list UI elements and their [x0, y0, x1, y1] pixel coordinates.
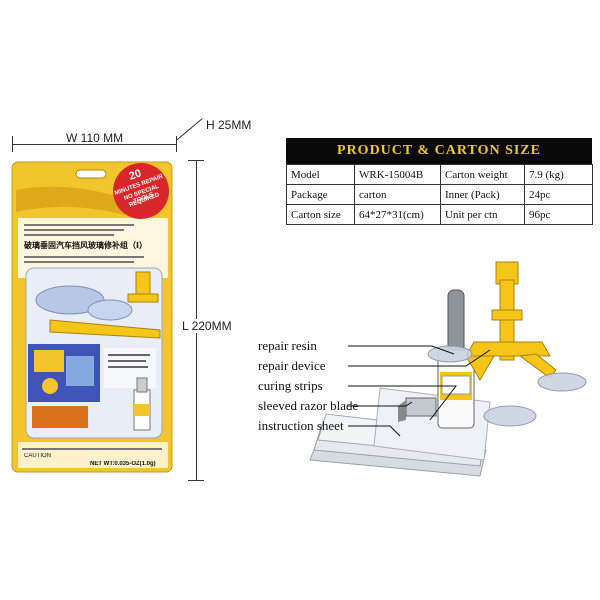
table-cell: 7.9 (kg) [524, 164, 593, 185]
suction-cup [483, 405, 537, 427]
repair-kit-illustration [309, 261, 587, 477]
callout-lines [348, 345, 491, 437]
length-dimension-tick-top [188, 160, 204, 161]
table-cell: 64*27*31(cm) [354, 204, 441, 225]
width-label: W 110 MM [66, 131, 124, 145]
width-dimension-tick-left [12, 136, 13, 152]
package-card [11, 161, 173, 473]
table-cell: Unit per ctn [440, 204, 525, 225]
package-caution: CAUTION [24, 453, 51, 459]
suction-cup [537, 372, 587, 392]
table-cell: Carton weight [440, 164, 525, 185]
table-cell: carton [354, 184, 441, 205]
table-cell: Package [286, 184, 355, 205]
table-cell: 96pc [524, 204, 593, 225]
package-net-weight: NET WT:0.035-OZ(1.0g) [90, 461, 156, 467]
spec-table-title: PRODUCT & CARTON SIZE [286, 138, 592, 164]
repair-resin-bottle [437, 289, 475, 429]
height-dimension-line [176, 118, 203, 141]
minutes-repair-badge: 20 MINUTES REPAIR NO SPECIAL TOOLS REQUI… [104, 154, 178, 228]
product-carton-size-table: PRODUCT & CARTON SIZE Model WRK-15004B C… [286, 138, 593, 225]
table-cell: WRK-15004B [354, 164, 441, 185]
suction-cup [427, 345, 473, 363]
width-dimension-line [12, 144, 176, 145]
badge-shape [113, 163, 169, 219]
spec-table-grid: Model WRK-15004B Carton weight 7.9 (kg) … [286, 164, 593, 225]
product-package-image: 20 MINUTES REPAIR NO SPECIAL TOOLS REQUI… [10, 160, 176, 476]
length-dimension-tick-bottom [188, 480, 204, 481]
repair-device [465, 261, 557, 381]
table-row: Carton size 64*27*31(cm) Unit per ctn 96… [286, 204, 593, 225]
package-chinese-title: 破璃垂固汽车挡风玻璃修补组（I） [24, 241, 147, 250]
label-instruction-sheet: instruction sheet [258, 418, 344, 433]
label-curing-strips: curing strips [258, 378, 323, 393]
table-row: Model WRK-15004B Carton weight 7.9 (kg) [286, 164, 593, 185]
table-cell: Carton size [286, 204, 355, 225]
label-sleeved-razor-blade: sleeved razor blade [258, 398, 359, 413]
label-repair-device: repair device [258, 358, 326, 373]
length-label: L 220MM [180, 319, 234, 333]
table-cell: 24pc [524, 184, 593, 205]
height-label: H 25MM [206, 118, 252, 132]
table-cell: Inner (Pack) [440, 184, 525, 205]
label-repair-resin: repair resin [258, 338, 317, 353]
table-row: Package carton Inner (Pack) 24pc [286, 184, 593, 205]
width-dimension-tick-right [176, 136, 177, 152]
table-cell: Model [286, 164, 355, 185]
